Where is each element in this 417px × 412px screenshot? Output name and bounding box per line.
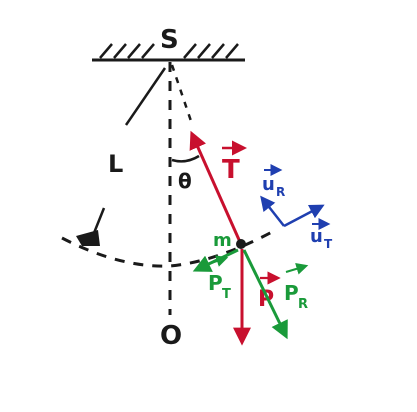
mass-point: [236, 239, 246, 249]
unit-radial-label: u: [262, 174, 275, 195]
weight-radial-label: P: [284, 281, 299, 305]
tension-vector: [189, 130, 242, 243]
unit-radial-vector: [260, 195, 285, 227]
angle-arc: [171, 154, 200, 163]
weight-tangential-label-arrow: [207, 255, 229, 267]
mass-label: m: [213, 230, 232, 251]
weight-tangential-subscript: T: [222, 287, 231, 302]
unit-tangential-label: u: [310, 226, 323, 247]
weight-radial-vector: [242, 249, 288, 340]
origin-label: O: [160, 321, 182, 351]
tension-label: T: [222, 155, 240, 185]
weight-tangential-label: P: [208, 271, 223, 295]
weight-radial-label-arrow: [285, 263, 309, 275]
unit-tangential-subscript: T: [324, 237, 333, 251]
weight-radial-subscript: R: [298, 297, 308, 312]
string-right-upper: [170, 64, 194, 125]
unit-tangential-vector: [283, 204, 325, 228]
unit-radial-subscript: R: [276, 185, 285, 199]
hatched-ceiling-icon: [92, 43, 245, 62]
angle-label: θ: [178, 169, 192, 193]
pendulum-bob-icon: [76, 230, 100, 246]
support-label: S: [160, 25, 179, 55]
string-left-upper: [124, 67, 167, 126]
length-label: L: [108, 150, 123, 178]
